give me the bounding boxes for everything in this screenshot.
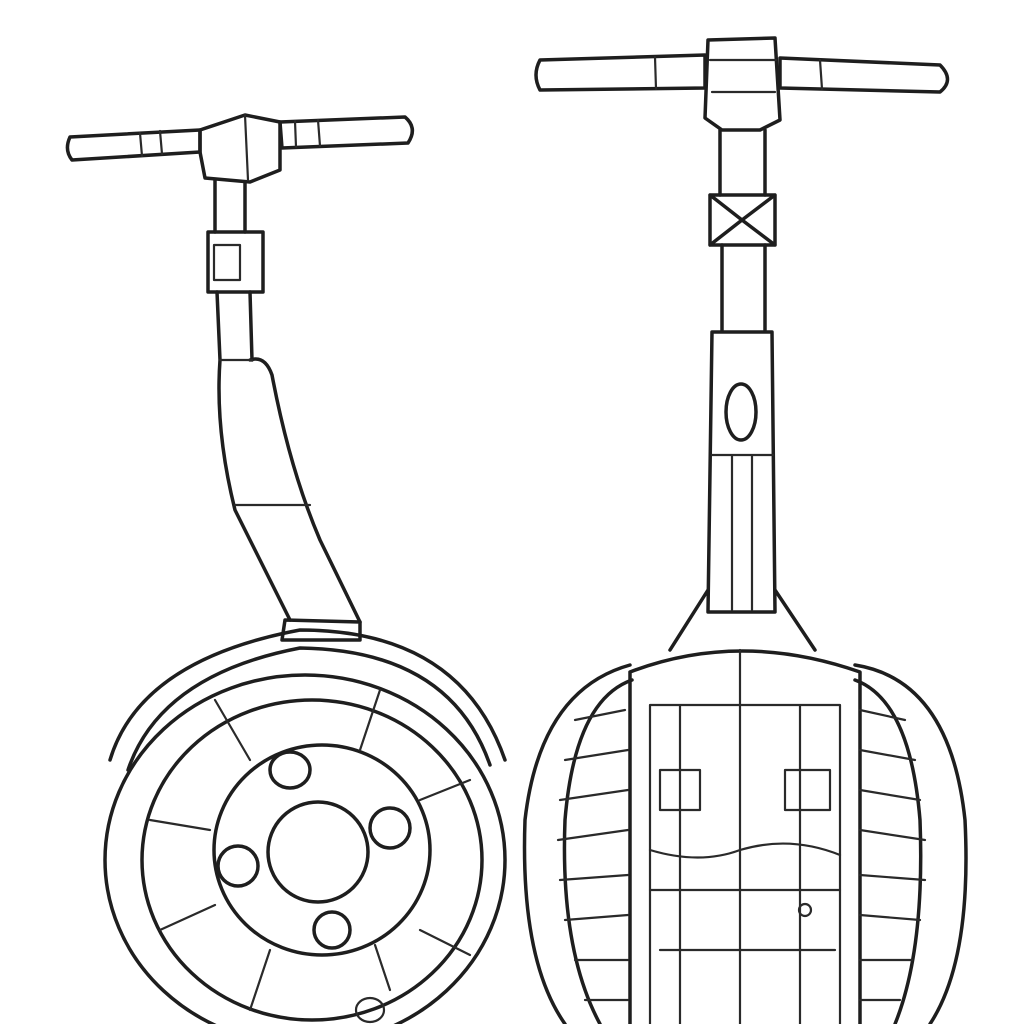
right-wheel bbox=[853, 663, 968, 1024]
left-wheel bbox=[522, 663, 634, 1024]
handlebar bbox=[534, 36, 950, 132]
hub-bolt bbox=[312, 910, 352, 950]
segway-front-view bbox=[522, 36, 968, 1024]
base-body bbox=[628, 648, 862, 1024]
handlebar bbox=[65, 113, 415, 184]
hub-bolt bbox=[368, 806, 412, 850]
steering-stem bbox=[668, 128, 817, 652]
steering-stem bbox=[206, 178, 362, 642]
segway-side-view bbox=[65, 113, 507, 1024]
fender bbox=[108, 628, 507, 772]
hub-bolt bbox=[216, 844, 260, 888]
wheel bbox=[103, 673, 507, 1024]
hub-bolt bbox=[268, 750, 312, 790]
